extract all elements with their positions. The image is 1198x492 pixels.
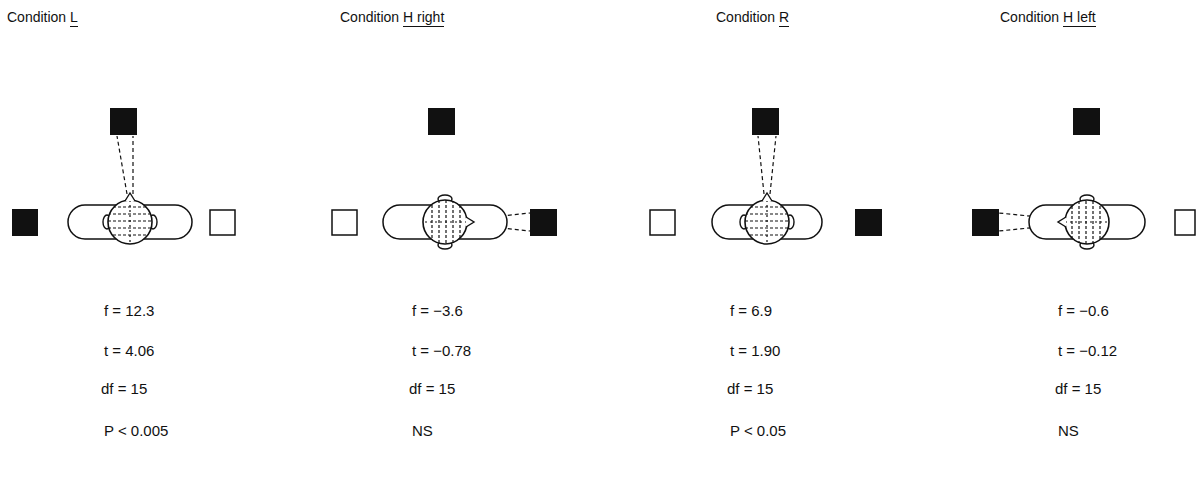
target-square (972, 209, 999, 236)
condition-title: Condition L (7, 8, 78, 26)
statistic: t = −0.78 (412, 342, 471, 360)
target-square (12, 209, 38, 236)
statistic: f = −0.6 (1058, 302, 1109, 320)
statistic: df = 15 (727, 380, 773, 398)
panel-r (650, 108, 882, 244)
target-square (752, 108, 779, 135)
statistic: t = 1.90 (730, 342, 780, 360)
target-square (530, 209, 557, 236)
subject (999, 195, 1145, 249)
underline (403, 26, 444, 27)
statistic: f = 12.3 (104, 302, 154, 320)
panel-l (12, 108, 235, 244)
condition-title: Condition H right (340, 8, 444, 26)
statistic: t = 4.06 (104, 342, 154, 360)
subject (68, 136, 192, 244)
condition-title: Condition H left (1000, 8, 1096, 26)
statistic: df = 15 (409, 380, 455, 398)
subject (383, 195, 530, 249)
condition-title: Condition R (716, 8, 789, 26)
statistic: f = 6.9 (730, 302, 772, 320)
panel-h-right (332, 108, 557, 249)
target-square (110, 108, 137, 135)
target-square (332, 210, 357, 235)
statistic: df = 15 (1055, 380, 1101, 398)
statistic: P < 0.05 (730, 422, 786, 440)
statistic: t = −0.12 (1058, 342, 1117, 360)
underline (1063, 26, 1096, 27)
statistic: NS (1058, 422, 1079, 440)
underline (70, 26, 78, 27)
statistic: df = 15 (101, 380, 147, 398)
subject (712, 136, 822, 244)
panel-h-left (972, 108, 1195, 249)
target-square (428, 108, 455, 135)
underline (779, 26, 789, 27)
statistic: NS (412, 422, 433, 440)
target-square (1073, 108, 1100, 135)
target-square (1175, 210, 1195, 235)
statistic: P < 0.005 (104, 422, 168, 440)
target-square (855, 209, 882, 236)
statistic: f = −3.6 (412, 302, 463, 320)
target-square (210, 210, 235, 235)
target-square (650, 210, 675, 235)
